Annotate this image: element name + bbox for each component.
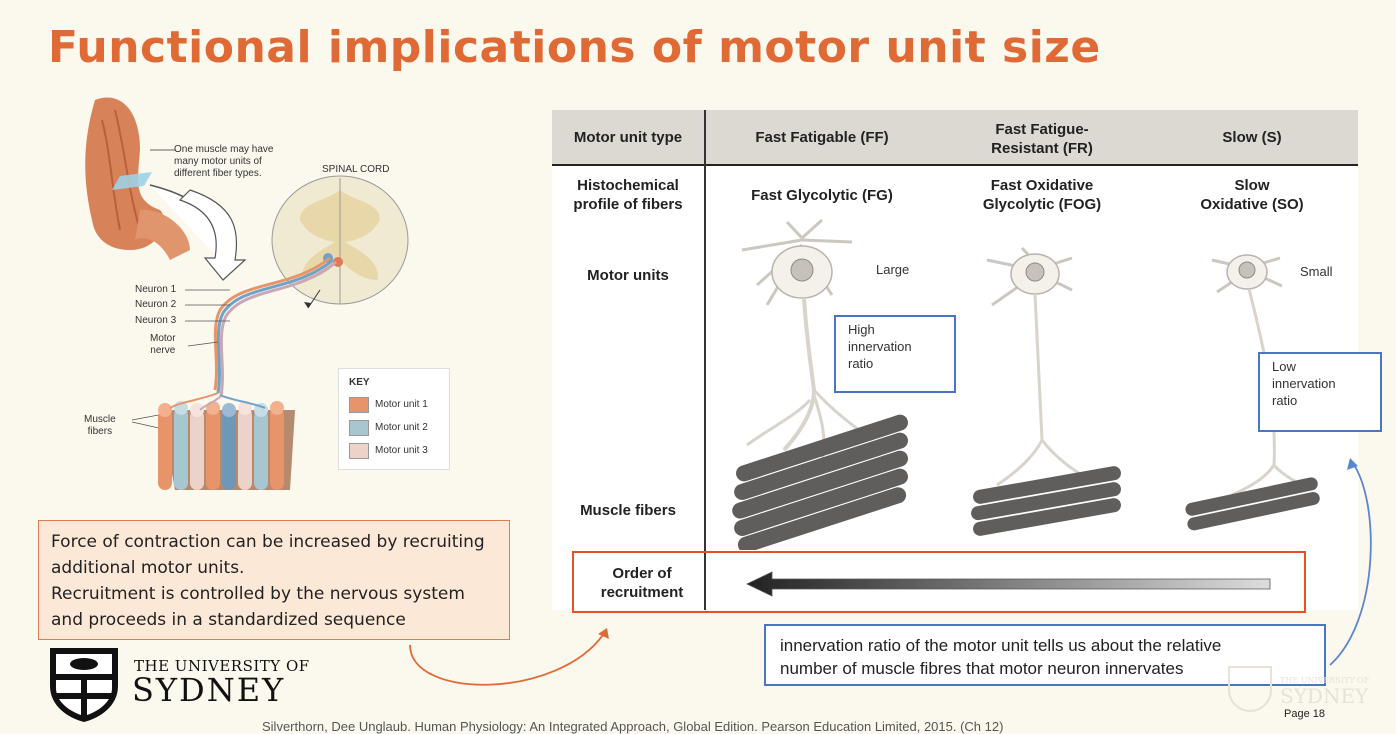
table-column-divider bbox=[704, 110, 706, 610]
key-swatch-3 bbox=[349, 443, 369, 459]
recruitment-highlight bbox=[572, 551, 1306, 613]
motor-nerve-label: Motor nerve bbox=[150, 333, 176, 356]
key-label-2: Motor unit 2 bbox=[375, 422, 428, 433]
motor-unit-table: Motor unit type Fast Fatigable (FF) Fast… bbox=[552, 110, 1358, 610]
key-label-1: Motor unit 1 bbox=[375, 399, 428, 410]
motor-units-illustration bbox=[732, 218, 1320, 550]
slide-title: Functional implications of motor unit si… bbox=[48, 22, 1101, 73]
force-line-1: Force of contraction can be increased by… bbox=[51, 532, 485, 552]
neuron-large bbox=[732, 218, 908, 550]
university-name-line1: THE UNIVERSITY OF bbox=[134, 657, 310, 675]
header-motor-unit-type: Motor unit type bbox=[573, 129, 683, 146]
fiber-bundle bbox=[158, 392, 295, 490]
force-line-4: and proceeds in a standardized sequence bbox=[51, 610, 406, 630]
header-type-fr: Fast Fatigue- Resistant (FR) bbox=[991, 121, 1093, 157]
profile-ff: Fast Glycolytic (FG) bbox=[751, 187, 893, 204]
muscle-note: One muscle may have many motor units of … bbox=[174, 144, 274, 179]
muscle-fibers-label: Muscle fibers bbox=[84, 414, 116, 437]
table-header-band bbox=[552, 110, 1358, 164]
header-type-s: Slow (S) bbox=[1222, 129, 1282, 146]
profile-s: Slow Oxidative (SO) bbox=[1200, 177, 1304, 213]
neuron-medium bbox=[971, 246, 1121, 536]
citation: Silverthorn, Dee Unglaub. Human Physiolo… bbox=[262, 719, 1004, 734]
watermark-crest bbox=[1228, 666, 1272, 712]
neuron-small bbox=[1185, 254, 1320, 531]
motor-unit-illustration bbox=[85, 97, 409, 490]
key-label-3: Motor unit 3 bbox=[375, 445, 428, 456]
size-small-label: Small bbox=[1300, 264, 1333, 279]
row-label-muscle-fibers: Muscle fibers bbox=[580, 502, 676, 519]
profile-fr: Fast Oxidative Glycolytic (FOG) bbox=[982, 177, 1102, 213]
row-label-motor-units: Motor units bbox=[587, 267, 669, 284]
university-name-line2: SYDNEY bbox=[132, 671, 286, 709]
table-header-underline bbox=[552, 164, 1358, 166]
low-innervation-box: Low innervation ratio bbox=[1258, 352, 1382, 432]
high-innervation-box: High innervation ratio bbox=[834, 315, 956, 393]
neuron-3-label: Neuron 3 bbox=[135, 315, 177, 326]
key-swatch-2 bbox=[349, 420, 369, 436]
force-line-3: Recruitment is controlled by the nervous… bbox=[51, 584, 465, 604]
recruitment-arrow bbox=[746, 571, 1271, 597]
size-large-label: Large bbox=[876, 262, 910, 277]
neuron-1-label: Neuron 1 bbox=[135, 284, 177, 295]
force-line-2: additional motor units. bbox=[51, 558, 245, 578]
row-label-histochemical: Histochemical profile of fibers bbox=[573, 177, 683, 213]
key-swatch-1 bbox=[349, 397, 369, 413]
legend-key: KEY Motor unit 1 Motor unit 2 Motor unit… bbox=[338, 368, 450, 470]
page-label: Page 18 bbox=[1284, 708, 1325, 720]
motor-unit-figure: One muscle may have many motor units of … bbox=[40, 90, 490, 510]
row-label-order: Order of recruitment bbox=[600, 565, 684, 601]
key-title: KEY bbox=[349, 377, 370, 388]
watermark-line1: THE UNIVERSITY OF bbox=[1280, 676, 1370, 685]
header-type-ff: Fast Fatigable (FF) bbox=[755, 129, 889, 146]
neuron-2-label: Neuron 2 bbox=[135, 299, 177, 310]
watermark-line2: SYDNEY bbox=[1280, 684, 1369, 708]
spinal-cord-label: SPINAL CORD bbox=[322, 164, 390, 175]
university-crest bbox=[48, 646, 120, 724]
force-note: Force of contraction can be increased by… bbox=[38, 520, 510, 640]
